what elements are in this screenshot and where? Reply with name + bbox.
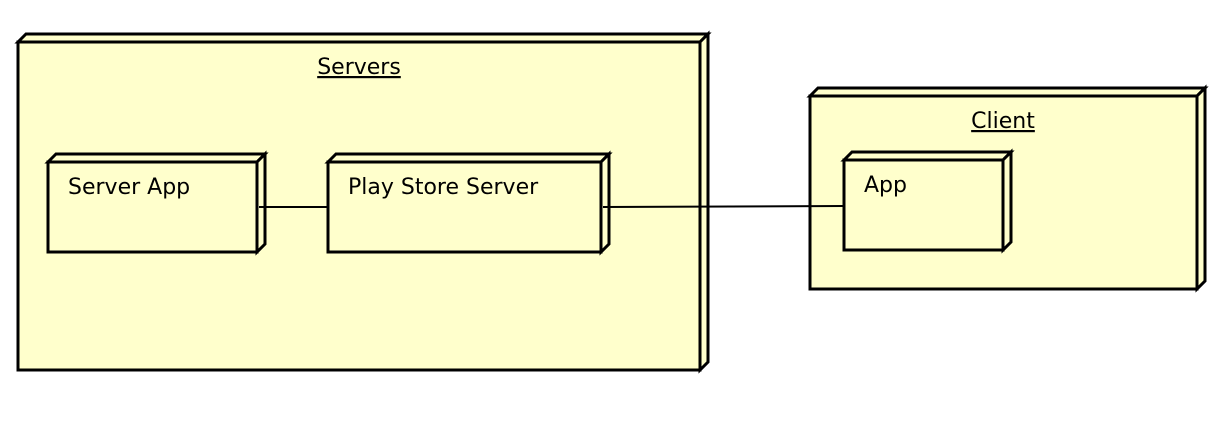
app-node[interactable]: App (840, 148, 1015, 254)
play-store-server-label: Play Store Server (348, 175, 539, 200)
servers-title: Servers (317, 55, 401, 80)
play-store-server-node[interactable]: Play Store Server (324, 150, 613, 256)
connection-play-store-app (602, 205, 845, 208)
client-title: Client (971, 109, 1035, 134)
server-app-label: Server App (68, 175, 190, 200)
server-app-node[interactable]: Server App (44, 150, 269, 256)
app-label: App (864, 173, 907, 198)
